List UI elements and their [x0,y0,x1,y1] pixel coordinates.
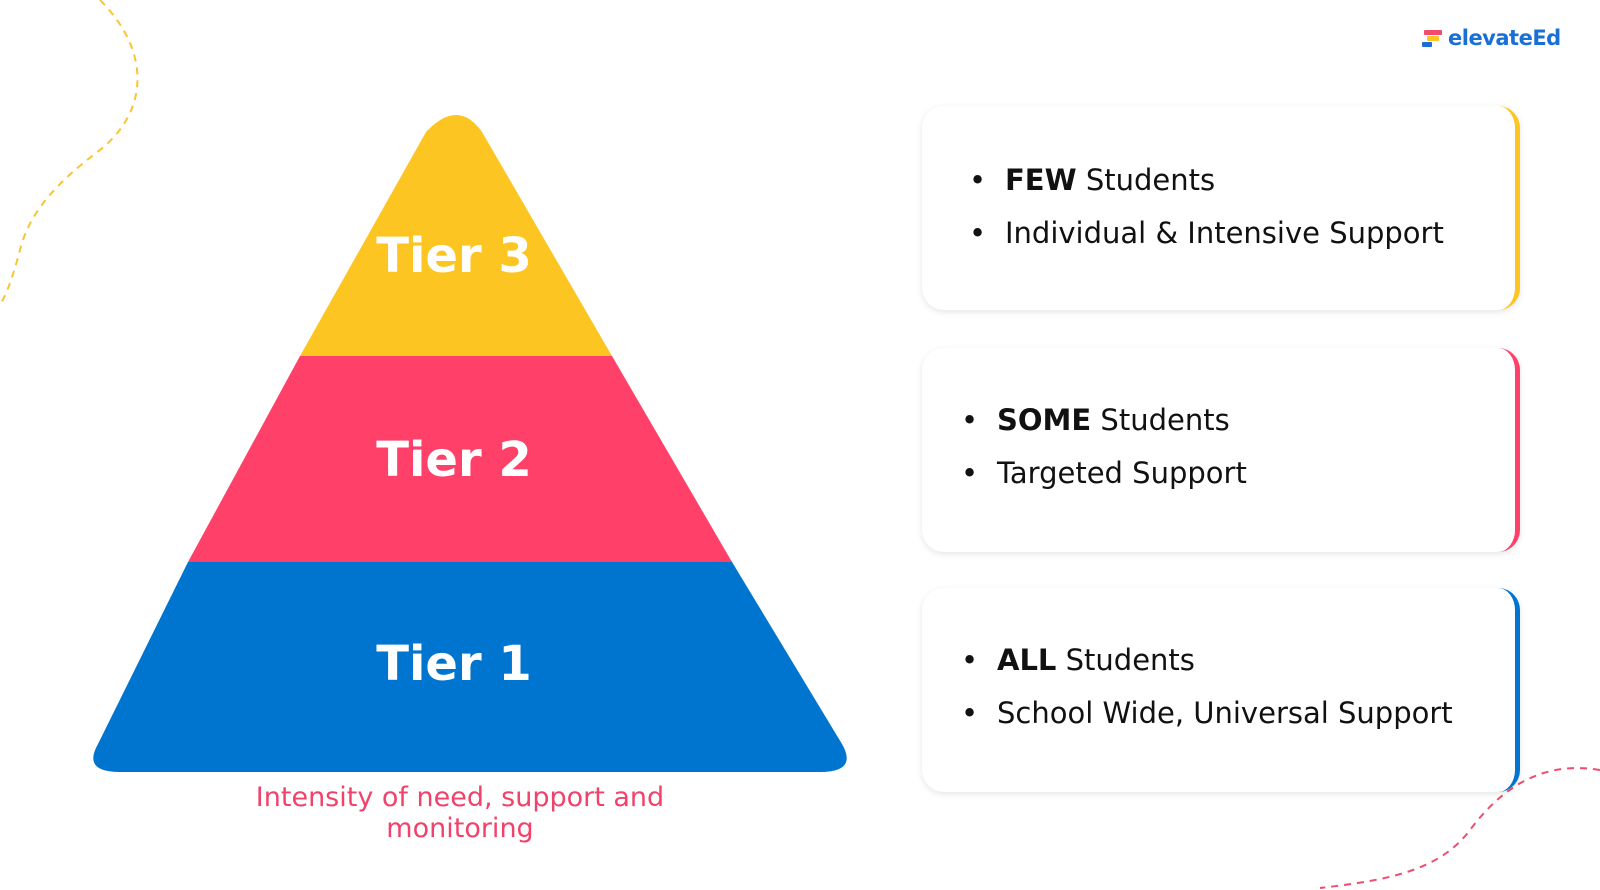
emphasis-text: ALL [997,643,1057,677]
tier-3-segment [300,115,612,356]
tier-2-card: • SOME Students • Targeted Support [922,348,1520,552]
list-item: • FEW Students [969,162,1515,198]
bullet: • [969,216,987,250]
list-item: • Individual & Intensive Support [969,215,1515,251]
tier-2-segment [188,356,732,562]
tier-1-list: • ALL Students • School Wide, Universal … [961,642,1515,731]
list-item: • ALL Students [961,642,1515,678]
list-item-text: Individual & Intensive Support [1005,216,1444,250]
emphasis-text: SOME [997,403,1092,437]
brand-name: elevateEd [1448,26,1561,50]
bullet: • [961,403,979,437]
tier-1-label: Tier 1 [376,636,532,692]
tier-3-list: • FEW Students • Individual & Intensive … [969,162,1515,251]
list-item-text: Students [1091,403,1230,437]
list-item: • School Wide, Universal Support [961,695,1515,731]
bullet: • [969,163,987,197]
tier-1-card: • ALL Students • School Wide, Universal … [922,588,1520,792]
list-item: • Targeted Support [961,455,1515,491]
list-item: • SOME Students [961,402,1515,438]
pyramid-caption: Intensity of need, support and monitorin… [255,782,665,844]
tier-1-segment [93,562,847,772]
tier-3-card: • FEW Students • Individual & Intensive … [922,106,1520,310]
list-item-text: Students [1076,163,1216,197]
list-item-text: Targeted Support [997,456,1247,490]
bullet: • [961,456,979,490]
tier-pyramid [93,115,847,772]
brand-logo: elevateEd [1422,26,1561,50]
bullet: • [961,696,979,730]
logo-mark-icon [1422,30,1442,47]
tier-2-list: • SOME Students • Targeted Support [961,402,1515,491]
pink-dashed-curve [1319,767,1600,889]
bullet: • [961,643,979,677]
tier-2-label: Tier 2 [376,432,532,488]
list-item-text: School Wide, Universal Support [997,696,1453,730]
yellow-dashed-curve [0,0,139,306]
list-item-text: Students [1056,643,1195,677]
tier-3-label: Tier 3 [376,228,532,284]
emphasis-text: FEW [1005,163,1077,197]
